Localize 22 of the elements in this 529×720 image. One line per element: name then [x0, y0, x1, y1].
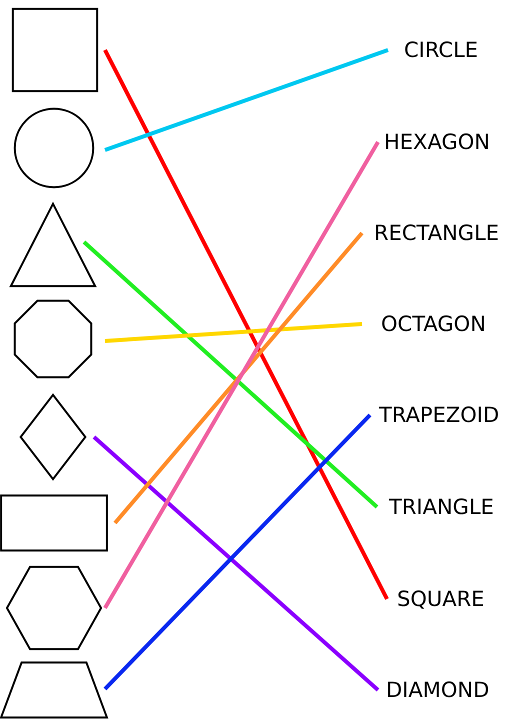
- shape-name-label: CIRCLE: [404, 37, 478, 63]
- square-outline: [12, 8, 98, 92]
- matching-line: [113, 232, 364, 524]
- matching-line: [103, 49, 389, 600]
- diamond-outline: [20, 394, 86, 480]
- shape-name-label: HEXAGON: [384, 129, 490, 155]
- shape-name-label: TRIANGLE: [389, 494, 494, 520]
- matching-line: [82, 240, 378, 508]
- circle-outline: [14, 108, 94, 188]
- rectangle-outline: [0, 495, 108, 551]
- shape-name-label: DIAMOND: [386, 677, 490, 703]
- shape-name-label: TRAPEZOID: [379, 402, 500, 428]
- matching-line: [104, 48, 389, 152]
- shape-name-label: SQUARE: [397, 586, 484, 612]
- matching-line: [103, 140, 380, 610]
- trapezoid-outline: [0, 662, 108, 718]
- octagon-outline: [14, 300, 92, 378]
- hexagon-outline: [6, 566, 102, 650]
- triangle-outline: [10, 203, 96, 287]
- shape-name-label: OCTAGON: [381, 311, 486, 337]
- matching-line: [104, 322, 362, 343]
- shape-name-label: RECTANGLE: [374, 220, 500, 246]
